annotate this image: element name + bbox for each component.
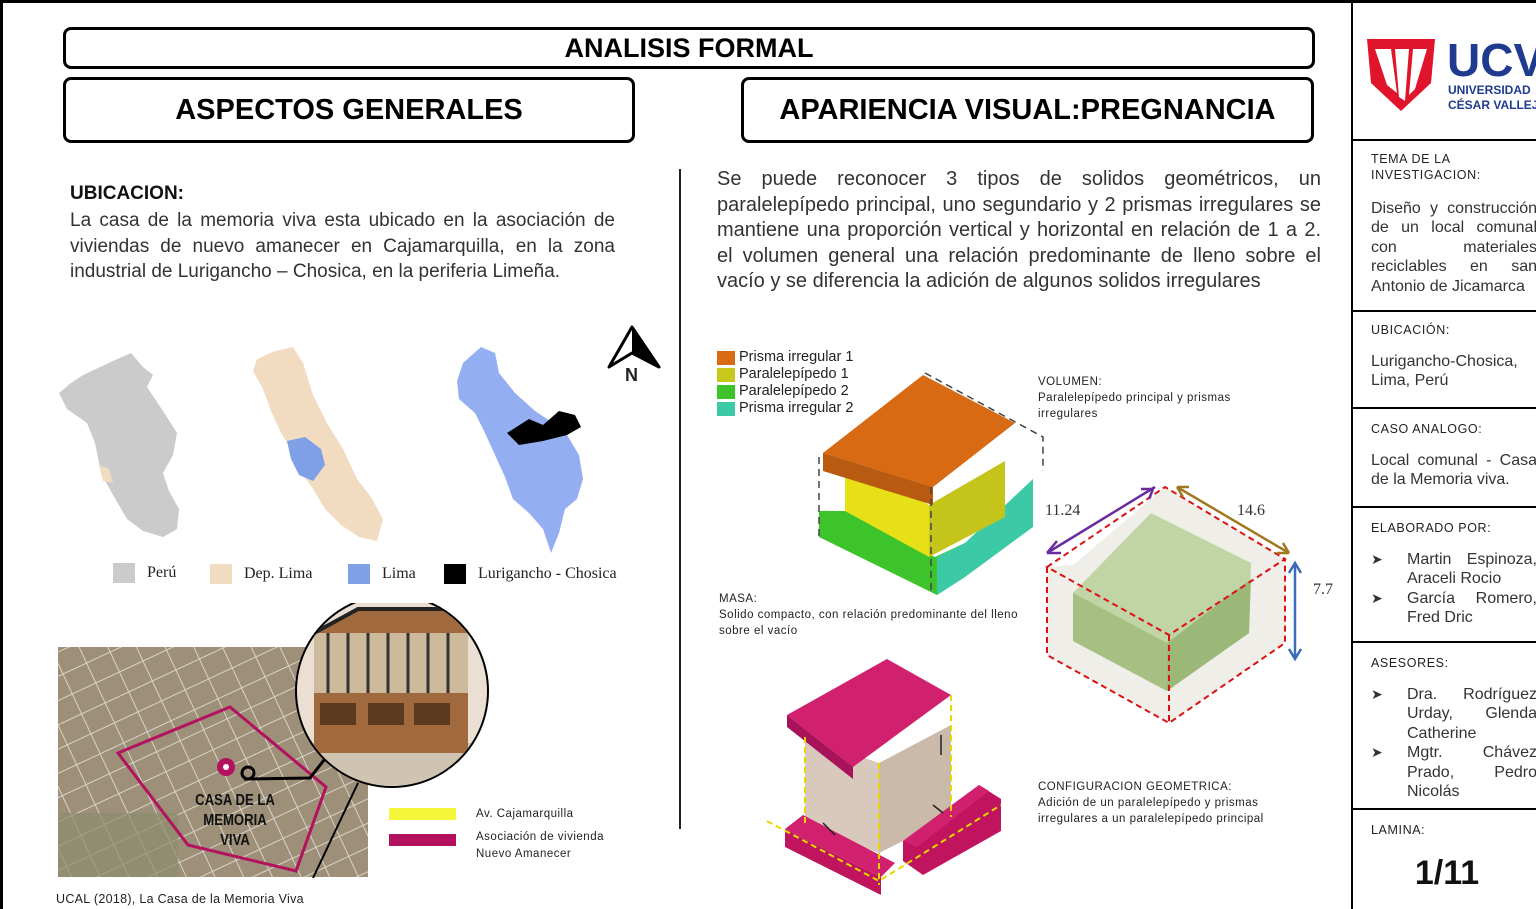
title-block-sidebar: UCV UNIVERSIDAD CÉSAR VALLEJO TEMA DE LA…: [1351, 3, 1536, 909]
map-legend-lima: Lima: [348, 564, 416, 584]
location-maps: [59, 347, 583, 553]
caso-section: CASO ANALOGO: Local comunal - Casa de la…: [1353, 407, 1536, 507]
section-heading-aspectos: ASPECTOS GENERALES: [63, 77, 635, 143]
elaborado-section: ELABORADO POR: ➤Martin Espinoza, Araceli…: [1353, 506, 1536, 642]
elaborado-list: ➤Martin Espinoza, Araceli Rocio ➤García …: [1371, 550, 1536, 628]
configuration-diagram: [766, 659, 1002, 895]
photo-label: CASA DE LA MEMORIA VIVA: [195, 792, 275, 849]
list-item: ➤García Romero, Fred Dric: [1371, 589, 1536, 627]
section-heading-apariencia: APARIENCIA VISUAL:PREGNANCIA: [741, 77, 1314, 143]
legend-swatch: [444, 564, 466, 584]
arrow-bullet-icon: ➤: [1371, 551, 1383, 567]
proportion-diagram: [1045, 485, 1303, 725]
page-title: ANALISIS FORMAL: [63, 27, 1315, 69]
ubicacion-text: Lurigancho-Chosica, Lima, Perú: [1371, 353, 1518, 390]
lurigancho-map: [507, 411, 581, 445]
caso-label: CASO ANALOGO:: [1371, 422, 1483, 436]
dimension-width: 11.24: [1045, 502, 1081, 519]
logo-line-2: CÉSAR VALLEJO: [1448, 98, 1536, 112]
legend-swatch: [717, 367, 735, 382]
dimension-height: 7.7: [1313, 581, 1333, 598]
north-arrow-icon: [607, 325, 661, 369]
legend-swatch: [210, 564, 232, 584]
list-item: ➤Martin Espinoza, Araceli Rocio: [1371, 551, 1536, 588]
legend-swatch: [717, 384, 735, 399]
arrow-bullet-icon: ➤: [1371, 744, 1383, 761]
list-item: ➤Mgtr. Chávez Prado, Pedro Nicolás: [1371, 744, 1536, 801]
configuracion-annotation: CONFIGURACION GEOMETRICA: Adición de un …: [1038, 781, 1264, 825]
legend-paralelepipedo-2: Paralelepípedo 2: [717, 383, 853, 400]
lamina-number: 1/11: [1414, 854, 1480, 892]
logo-line-1: UNIVERSIDAD: [1448, 83, 1531, 97]
masa-annotation: MASA: Solido compacto, con relación pred…: [719, 593, 1018, 637]
dimension-depth: 14.6: [1237, 502, 1265, 519]
ubicacion-label: UBICACION:: [70, 183, 184, 204]
map-legend-lurigancho: Lurigancho - Chosica: [444, 564, 617, 584]
legend-prisma-1: Prisma irregular 1: [717, 349, 853, 366]
image-caption: UCAL (2018), La Casa de la Memoria Viva: [56, 892, 304, 906]
pregnancia-text: Se puede reconocer 3 tipos de solidos ge…: [717, 168, 1321, 293]
arrow-bullet-icon: ➤: [1371, 686, 1383, 702]
ubicacion-text: La casa de la memoria viva esta ubicado …: [70, 210, 615, 283]
peru-map: [59, 353, 179, 537]
legend-prisma-2: Prisma irregular 2: [717, 400, 853, 417]
asesores-label: ASESORES:: [1371, 656, 1449, 670]
volume-diagram: [818, 372, 1044, 595]
lamina-label: LAMINA:: [1371, 823, 1426, 837]
north-label: N: [625, 365, 638, 385]
legend-swatch: [113, 563, 135, 583]
ucv-shield-logo: [1367, 39, 1435, 111]
tema-text: Diseño y construcción de un local comuna…: [1371, 200, 1536, 295]
lima-province-map: [457, 347, 583, 553]
elaborado-label: ELABORADO POR:: [1371, 521, 1492, 535]
legend-swatch-association: [389, 834, 456, 846]
avenue-legend-label: Av. Cajamarquilla: [476, 808, 574, 820]
map-legend-peru: Perú: [113, 563, 176, 583]
list-item: ➤Dra. Rodríguez Urday, Glenda Catherine: [1371, 686, 1536, 742]
volumen-annotation: VOLUMEN: Paralelepípedo principal y pris…: [1038, 376, 1231, 420]
ubicacion-section: UBICACIÓN: Lurigancho-Chosica, Lima, Per…: [1353, 310, 1536, 408]
ubicacion-label: UBICACIÓN:: [1371, 323, 1450, 337]
association-legend-label: Asociación de vivienda Nuevo Amanecer: [476, 831, 604, 860]
arrow-bullet-icon: ➤: [1371, 589, 1383, 606]
logo-brand: UCV: [1447, 34, 1536, 86]
legend-swatch: [348, 564, 370, 584]
legend-swatch: [717, 350, 735, 365]
legend-swatch: [717, 401, 735, 416]
caso-text: Local comunal - Casa de la Memoria viva.: [1371, 452, 1536, 489]
asesores-section: ASESORES: ➤Dra. Rodríguez Urday, Glenda …: [1353, 641, 1536, 809]
solid-legend: Prisma irregular 1 Paralelepípedo 1 Para…: [717, 349, 853, 417]
lamina-section: LAMINA: 1/11: [1353, 808, 1536, 909]
satellite-photo: [58, 603, 489, 878]
map-legend-dep-lima: Dep. Lima: [210, 564, 312, 584]
asesores-list: ➤Dra. Rodríguez Urday, Glenda Catherine …: [1371, 685, 1536, 801]
legend-paralelepipedo-1: Paralelepípedo 1: [717, 366, 853, 383]
column-divider: [679, 169, 681, 829]
lima-department-map: [253, 347, 383, 541]
legend-swatch-avenue: [389, 808, 456, 820]
